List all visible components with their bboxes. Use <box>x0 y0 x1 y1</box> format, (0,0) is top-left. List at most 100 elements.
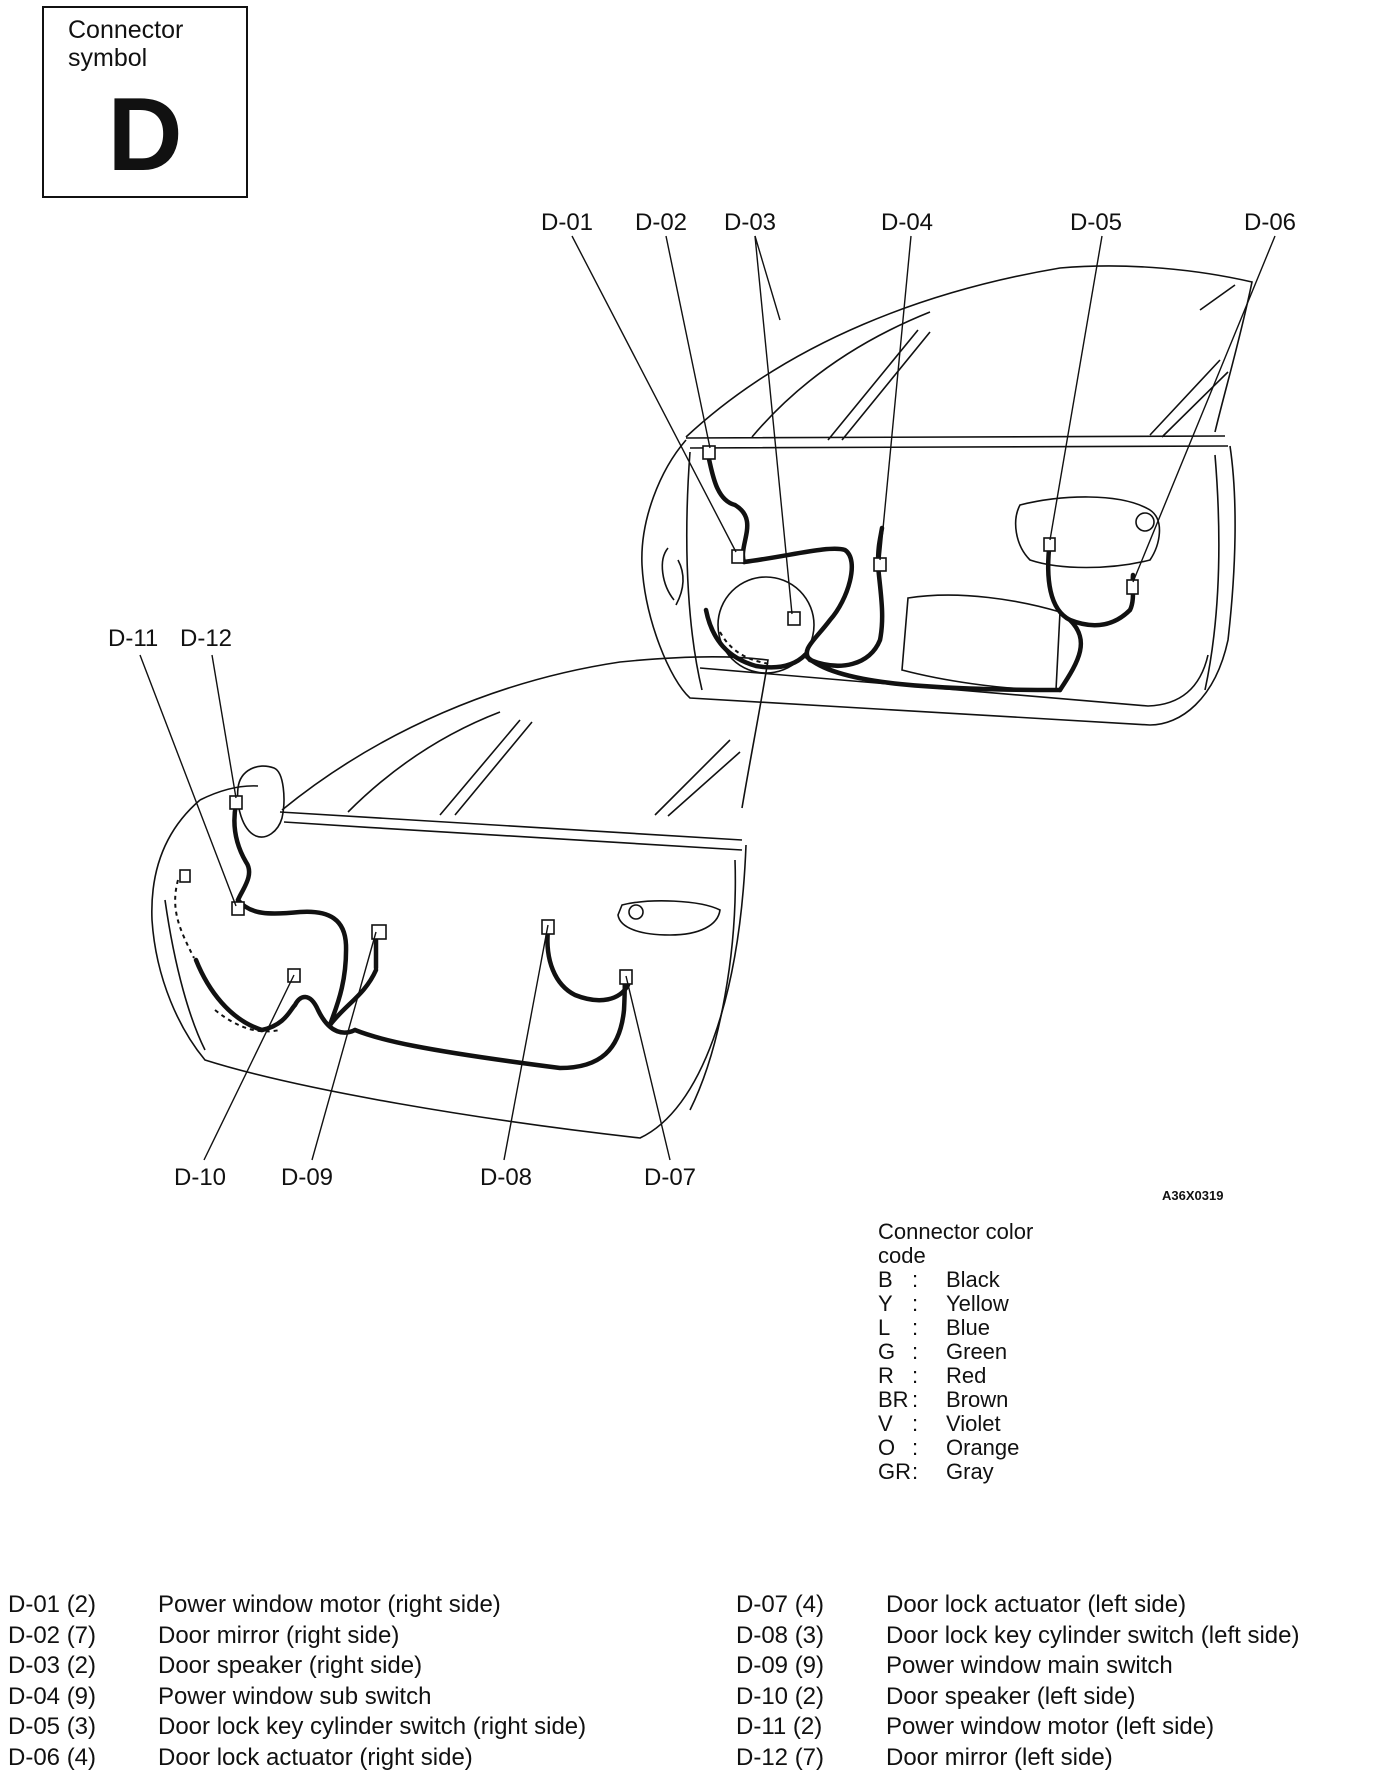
connector-row: D-06 (4) Door lock actuator (right side) <box>8 1743 718 1774</box>
figure-id: A36X0319 <box>1162 1188 1223 1203</box>
color-code-name: Brown <box>946 1387 1009 1412</box>
connector-id: D-09 (9) <box>736 1652 825 1679</box>
connector-row: D-01 (2) Power window motor (right side) <box>8 1590 718 1621</box>
connector-symbol-title: Connector symbol <box>68 16 184 72</box>
connector-description: Power window motor (right side) <box>158 1591 501 1618</box>
color-code-entry: B: Black <box>878 1268 1078 1292</box>
connector-description: Door mirror (left side) <box>886 1743 1113 1771</box>
right-door-connectors <box>702 445 1139 626</box>
left-door-harness <box>193 801 631 1071</box>
color-code-abbrev: R <box>878 1363 894 1388</box>
color-code-abbrev: Y <box>878 1291 893 1316</box>
connector-row: D-03 (2)Door speaker (right side) <box>8 1651 718 1682</box>
color-code-abbrev: G <box>878 1339 896 1364</box>
connector-description: Door mirror (right side) <box>158 1621 400 1649</box>
connector-row: D-11 (2) Power window motor (left side) <box>736 1712 1376 1743</box>
color-code-separator: : <box>912 1363 919 1388</box>
connector-row: D-12 (7)Door mirror (left side) <box>736 1743 1376 1774</box>
connector-d11 <box>231 901 245 916</box>
color-code-name: Orange <box>946 1435 1020 1460</box>
connector-row: D-02 (7) Door mirror (right side) <box>8 1621 718 1652</box>
connector-row: D-05 (3) Door lock key cylinder switch (r… <box>8 1712 718 1743</box>
color-code-separator: : <box>912 1315 919 1340</box>
connector-id: D-11 (2) <box>736 1713 823 1740</box>
connector-d03 <box>787 611 801 626</box>
left-door-body <box>151 799 747 1139</box>
connector-symbol-letter: D <box>107 77 183 193</box>
right-door-window-inner <box>751 311 931 438</box>
connector-id: D-02 (7) <box>8 1621 97 1649</box>
connector-description: Power window main switch <box>886 1652 1173 1679</box>
connector-description: Door lock actuator (right side) <box>158 1743 473 1771</box>
callout-label: D-05 <box>1070 209 1122 236</box>
color-code-abbrev: V <box>878 1411 893 1436</box>
callout-labels-bottom: D-10 D-09 D-08 D-07 <box>174 1164 696 1191</box>
connector-d05 <box>1043 537 1056 552</box>
color-code-abbrev: O <box>878 1435 896 1460</box>
connector-id: D-05 (3) <box>8 1713 97 1740</box>
color-code-name: Green <box>946 1339 1008 1364</box>
callout-label: D-01 <box>541 209 593 236</box>
connector-symbol-box: Connector symbol D <box>42 6 248 198</box>
connector-d02 <box>702 445 716 460</box>
connector-description: Power window sub switch <box>158 1682 432 1710</box>
connector-id: D-10 (2) <box>736 1682 825 1710</box>
connector-id: D-08 (3) <box>736 1621 825 1649</box>
connector-d06 <box>1126 579 1139 595</box>
callout-label: D-11 <box>108 625 158 652</box>
right-door-belt-line <box>685 435 1229 449</box>
callout-label: D-06 <box>1244 209 1296 236</box>
color-code-name: Blue <box>946 1315 991 1340</box>
color-code-entry: L: Blue <box>878 1316 1078 1340</box>
right-door-armrest <box>1014 496 1161 569</box>
connector-id: D-06 (4) <box>8 1743 97 1771</box>
color-code-entry: G:Green <box>878 1340 1078 1364</box>
callout-labels-top: D-01 D-02 D-03 D-04 D-05 D-06 <box>541 209 1296 236</box>
callout-label: D-12 <box>180 625 232 652</box>
color-code-name: Yellow <box>946 1291 1009 1316</box>
callout-label: D-08 <box>480 1164 532 1191</box>
connector-row: D-10 (2) Door speaker (left side) <box>736 1682 1376 1713</box>
connector-id: D-03 (2) <box>8 1652 97 1679</box>
color-code-title: Connector color code <box>878 1219 1034 1268</box>
callout-label: D-07 <box>644 1164 696 1191</box>
left-door-harness-tape <box>174 879 281 1033</box>
connector-id: D-01 (2) <box>8 1591 97 1618</box>
color-code-entry: GR:Gray <box>878 1460 1078 1484</box>
color-code-separator: : <box>912 1267 919 1292</box>
connector-description: Door lock key cylinder switch (right sid… <box>158 1713 587 1740</box>
right-door-window-frame <box>685 265 1253 438</box>
callout-label: D-03 <box>724 209 776 236</box>
connector-list-right: D-07 (4)Door lock actuator (left side)D-… <box>736 1590 1376 1773</box>
connector-row: D-09 (9) Power window main switch <box>736 1651 1376 1682</box>
connector-list-left: D-01 (2)Power window motor (right side)D… <box>8 1590 718 1773</box>
right-door-harness <box>703 452 1136 693</box>
color-code-abbrev: BR <box>878 1387 909 1412</box>
color-code-separator: : <box>912 1291 919 1316</box>
color-code-entry: Y: Yellow <box>878 1292 1078 1316</box>
callout-label: D-10 <box>174 1164 226 1191</box>
callout-label: D-09 <box>281 1164 333 1191</box>
left-door-connectors <box>179 795 633 985</box>
color-code-entry: V:Violet <box>878 1412 1078 1436</box>
right-door-pocket <box>901 594 1061 691</box>
left-door-handle <box>617 900 721 936</box>
connector-description: Door lock key cylinder switch (left side… <box>886 1621 1300 1649</box>
right-door-leaders <box>571 235 1276 615</box>
connector-description: Power window motor (left side) <box>886 1713 1215 1740</box>
callout-label: D-02 <box>635 209 687 236</box>
left-door-window-frame <box>281 656 769 811</box>
color-code-name: Violet <box>946 1411 1001 1436</box>
color-code-abbrev: L <box>878 1315 891 1340</box>
connector-id: D-04 (9) <box>8 1682 97 1710</box>
color-code-abbrev: B <box>878 1267 893 1292</box>
callout-labels-upper-left: D-11 D-12 <box>108 625 232 652</box>
color-code-name: Black <box>946 1267 1000 1292</box>
connector-description: Door speaker (left side) <box>886 1682 1136 1710</box>
connector-d01 <box>731 549 745 564</box>
right-door-body <box>641 439 1236 726</box>
color-code-entry: O:Orange <box>878 1436 1078 1460</box>
color-code-entry: BR:Brown <box>878 1388 1078 1412</box>
